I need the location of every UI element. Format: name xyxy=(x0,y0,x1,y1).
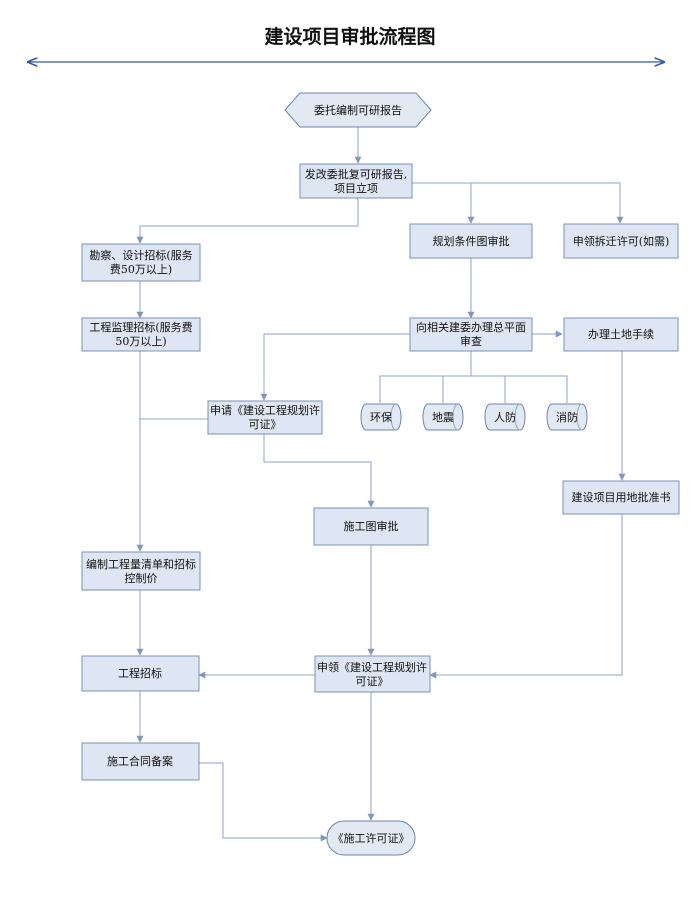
node-label-line: 环保 xyxy=(370,410,392,424)
node-construction-permit: 《施工许可证》 xyxy=(326,820,416,856)
page-title: 建设项目审批流程图 xyxy=(264,26,436,48)
node-label-line: 工程监理招标(服务费 xyxy=(89,320,192,334)
svg-text:向相关建委办理总平面审查: 向相关建委办理总平面审查 xyxy=(416,320,526,348)
node-label-line: 控制价 xyxy=(125,571,158,585)
node-quake: 地震 xyxy=(422,403,464,431)
node-land-book: 建设项目用地批准书 xyxy=(562,480,680,515)
node-bill: 编制工程量清单和招标控制价 xyxy=(81,551,201,591)
node-label-line: 可证》 xyxy=(249,418,282,431)
connector-contract-permit xyxy=(199,762,328,842)
svg-text:人防: 人防 xyxy=(494,410,516,424)
node-demolition: 申领拆迁许可(如需) xyxy=(563,223,679,259)
node-review: 向相关建委办理总平面审查 xyxy=(409,317,533,352)
svg-text:申领拆迁许可(如需): 申领拆迁许可(如需) xyxy=(573,234,670,248)
svg-text:消防: 消防 xyxy=(556,410,578,424)
connectors xyxy=(136,127,626,842)
svg-text:建设项目用地批准书: 建设项目用地批准书 xyxy=(572,490,671,504)
connector-approve-demolition xyxy=(412,182,624,224)
node-label-line: 申领《建设工程规划许 xyxy=(317,660,427,674)
node-label-line: 发改委批复可研报告, xyxy=(305,167,408,181)
node-approve: 发改委批复可研报告,项目立项 xyxy=(299,163,413,199)
svg-text:施工合同备案: 施工合同备案 xyxy=(107,754,173,768)
svg-text:工程监理招标(服务费50万以上): 工程监理招标(服务费50万以上) xyxy=(89,320,192,348)
svg-text:规划条件图审批: 规划条件图审批 xyxy=(433,234,510,248)
svg-text:《施工许可证》: 《施工许可证》 xyxy=(333,832,410,845)
connector-review-branches xyxy=(379,351,472,403)
svg-text:申领《建设工程规划许可证》: 申领《建设工程规划许可证》 xyxy=(317,660,427,688)
svg-text:办理土地手续: 办理土地手续 xyxy=(588,327,654,341)
svg-text:编制工程量清单和招标控制价: 编制工程量清单和招标控制价 xyxy=(86,557,196,585)
svg-text:发改委批复可研报告,项目立项: 发改委批复可研报告,项目立项 xyxy=(305,167,408,195)
node-apply-permit: 申请《建设工程规划许可证》 xyxy=(207,400,323,435)
svg-text:工程招标: 工程招标 xyxy=(118,666,162,680)
node-label-line: 规划条件图审批 xyxy=(433,234,510,248)
node-contract: 施工合同备案 xyxy=(81,742,200,781)
node-label-line: 施工图审批 xyxy=(344,519,399,533)
node-label-line: 地震 xyxy=(432,411,454,424)
node-entrust: 委托编制可研报告 xyxy=(284,92,432,128)
connector-branch-fire xyxy=(471,375,568,403)
node-label-line: 申领拆迁许可(如需) xyxy=(573,234,670,248)
node-label-line: 委托编制可研报告 xyxy=(314,103,402,117)
svg-text:地震: 地震 xyxy=(432,411,454,424)
svg-text:勘察、设计招标(服务费50万以上): 勘察、设计招标(服务费50万以上) xyxy=(89,248,192,276)
connector-approve-survey xyxy=(136,198,359,244)
node-label-line: 《施工许可证》 xyxy=(333,832,410,845)
node-label-line: 可证》 xyxy=(356,675,389,688)
node-label-line: 申请《建设工程规划许 xyxy=(210,403,320,417)
node-label-line: 项目立项 xyxy=(334,181,378,195)
node-label-line: 50万以上) xyxy=(115,335,166,348)
node-label-line: 消防 xyxy=(556,410,578,424)
node-tender: 工程招标 xyxy=(81,655,200,692)
node-fire: 消防 xyxy=(546,403,588,431)
node-receive-permit: 申领《建设工程规划许可证》 xyxy=(314,655,431,693)
connector-review-apply xyxy=(260,333,410,401)
svg-text:施工图审批: 施工图审批 xyxy=(344,519,399,533)
node-planning: 规划条件图审批 xyxy=(409,223,533,259)
node-label-line: 人防 xyxy=(494,410,516,424)
node-env: 环保 xyxy=(360,403,402,431)
node-label-line: 费50万以上) xyxy=(110,263,172,276)
node-construction-drawing: 施工图审批 xyxy=(313,507,429,546)
svg-text:申请《建设工程规划许可证》: 申请《建设工程规划许可证》 xyxy=(210,403,320,431)
node-label-line: 工程招标 xyxy=(118,666,162,680)
node-label-line: 勘察、设计招标(服务 xyxy=(89,248,192,262)
connector-apply-drawing xyxy=(263,434,375,508)
connector-landbook-receive xyxy=(429,514,623,679)
node-label-line: 编制工程量清单和招标 xyxy=(86,557,196,571)
node-label-line: 办理土地手续 xyxy=(588,327,654,341)
svg-text:环保: 环保 xyxy=(370,410,392,424)
svg-text:委托编制可研报告: 委托编制可研报告 xyxy=(314,103,402,117)
node-label-line: 向相关建委办理总平面 xyxy=(416,320,526,334)
connector-approve-planning xyxy=(412,182,475,224)
node-survey: 勘察、设计招标(服务费50万以上) xyxy=(81,243,201,282)
node-land: 办理土地手续 xyxy=(563,317,679,352)
node-label-line: 施工合同备案 xyxy=(107,754,173,768)
node-label-line: 建设项目用地批准书 xyxy=(572,490,671,504)
node-label-line: 审查 xyxy=(460,334,482,348)
node-defense: 人防 xyxy=(484,403,526,431)
